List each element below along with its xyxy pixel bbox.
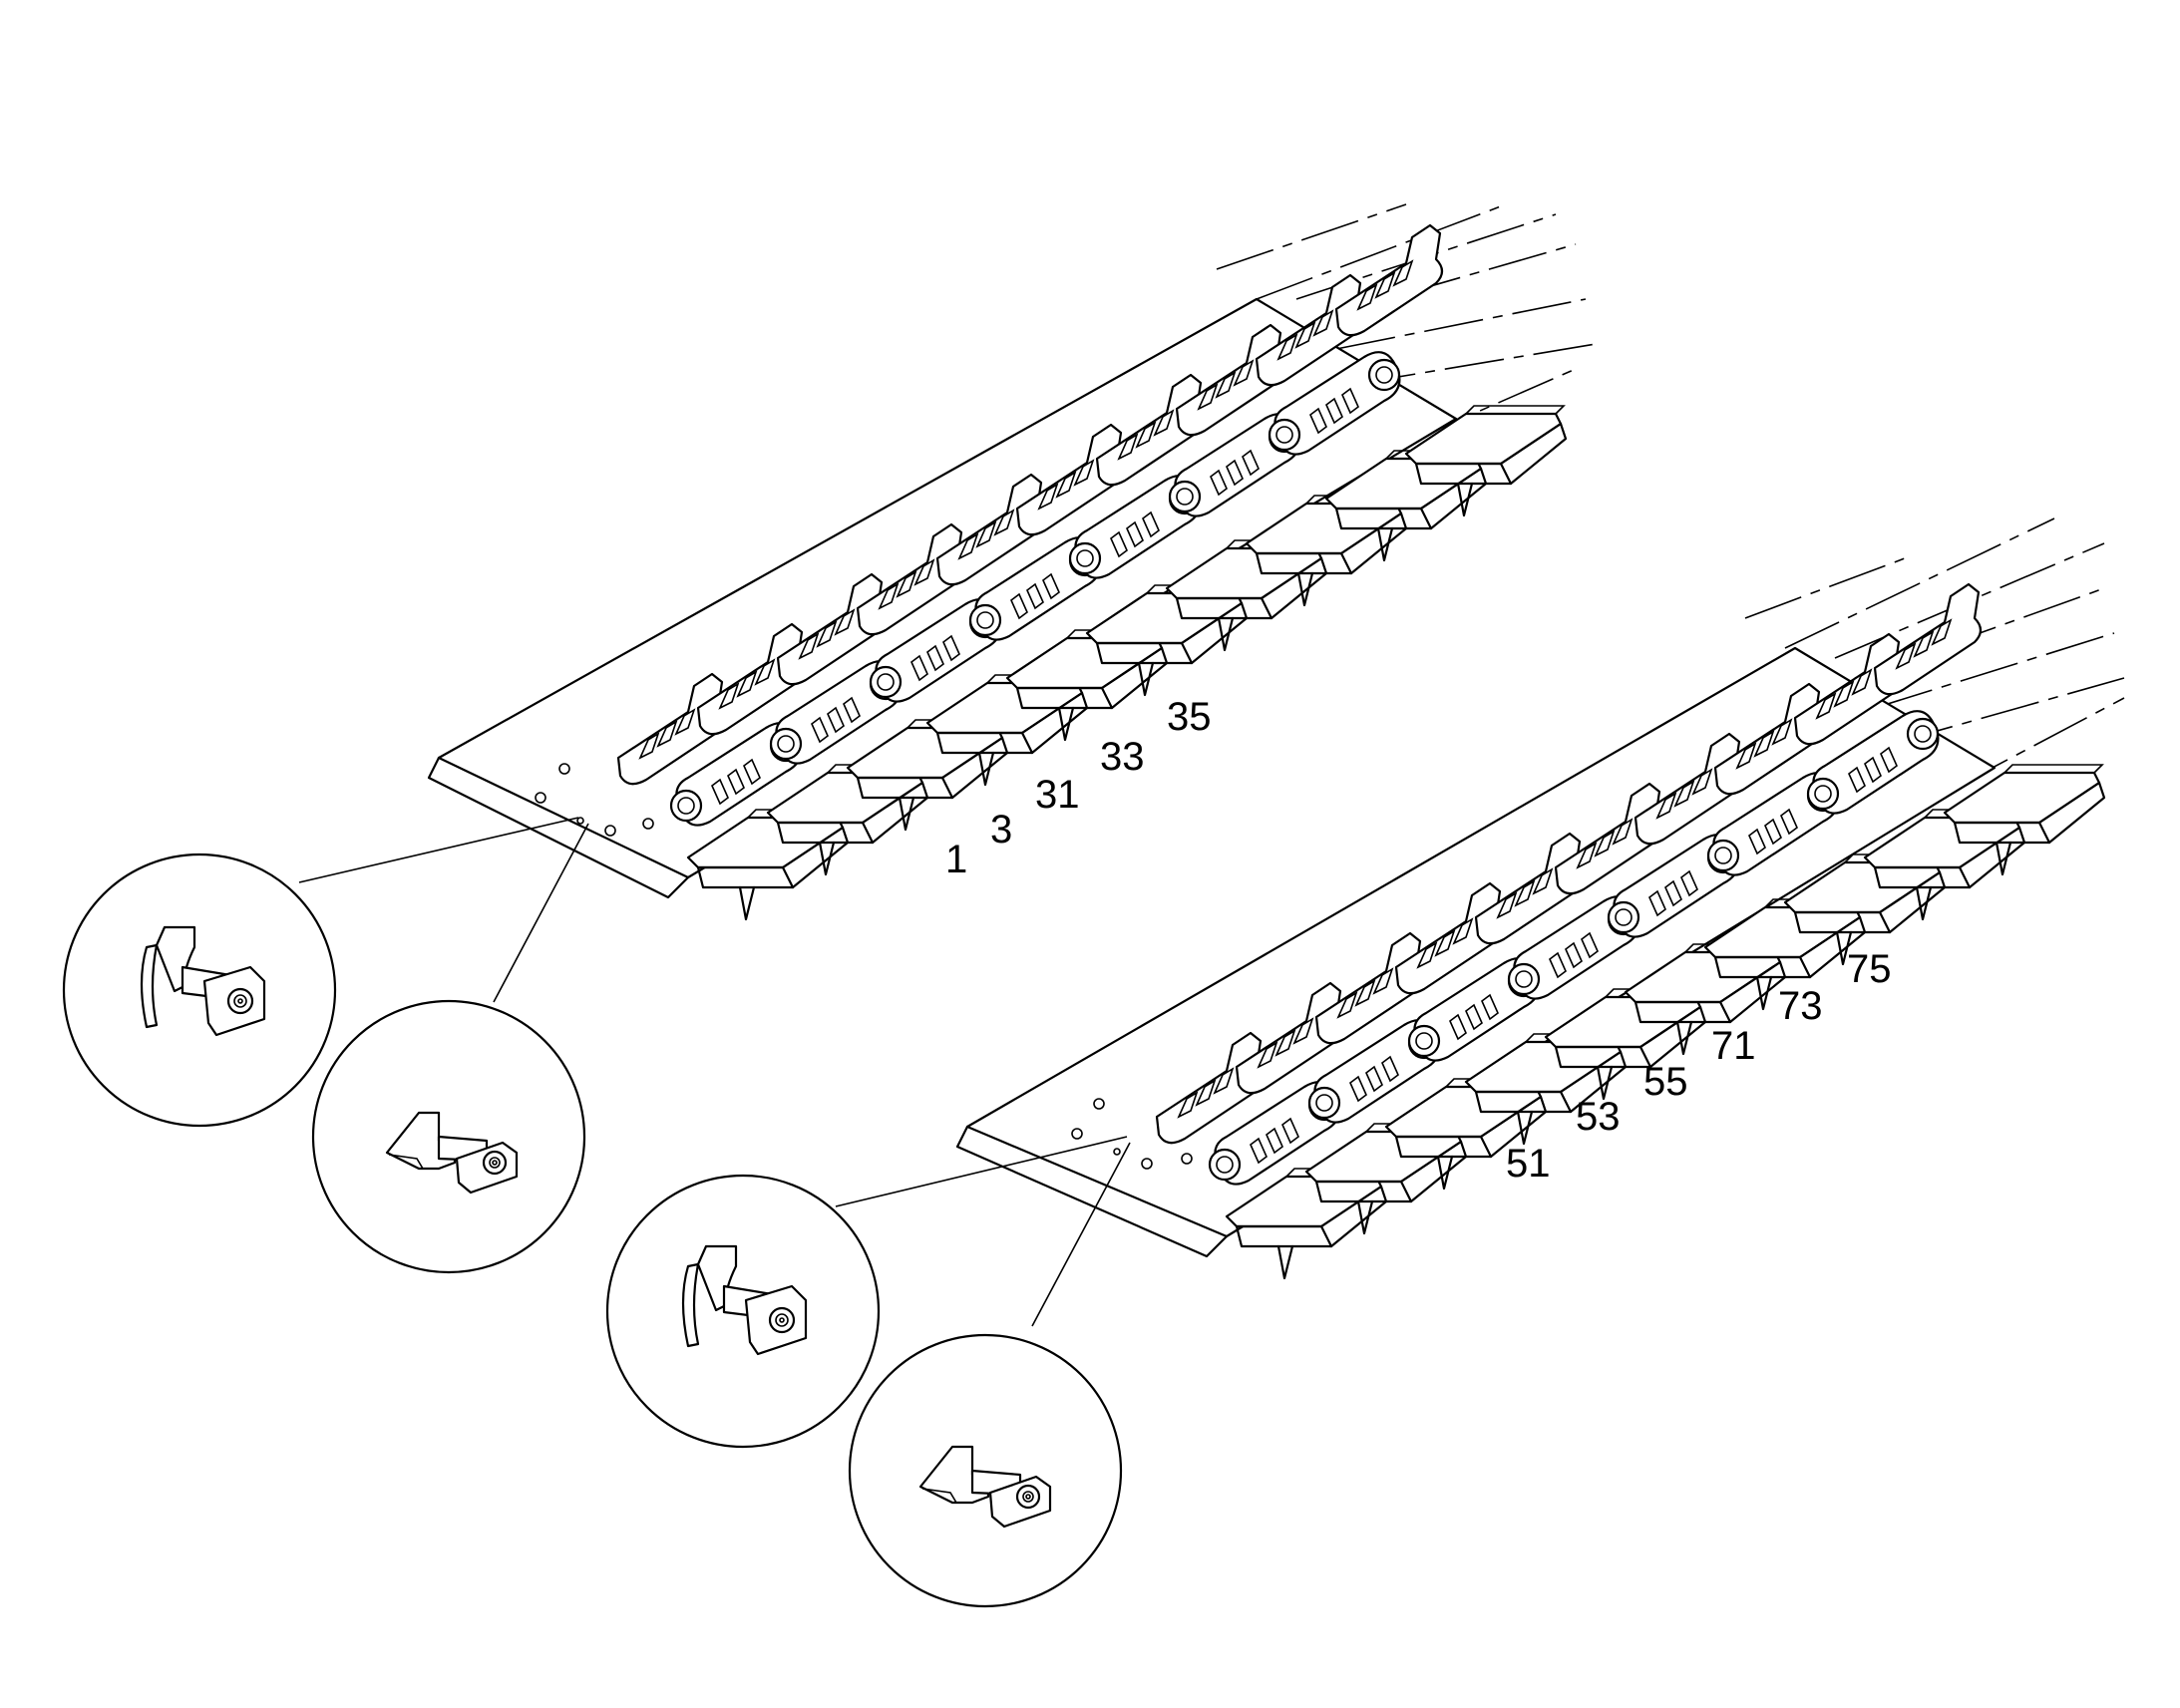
lower-track-assembly (955, 517, 2125, 1280)
ref-numeral-3: 3 (990, 808, 1012, 852)
lower-reference-numerals: 51 53 55 71 73 75 (1506, 947, 1892, 1186)
upper-track-assembly (427, 203, 1597, 921)
ref-numeral-73: 73 (1778, 984, 1823, 1028)
upper-reference-numerals: 1 3 31 33 35 (945, 695, 1212, 881)
ref-numeral-33: 33 (1100, 735, 1145, 779)
ref-numeral-1: 1 (945, 838, 967, 881)
ref-numeral-71: 71 (1711, 1024, 1756, 1068)
ref-numeral-75: 75 (1847, 947, 1892, 991)
ref-numeral-55: 55 (1643, 1060, 1688, 1104)
ref-numeral-35: 35 (1167, 695, 1212, 739)
upper-detail-insets (62, 817, 589, 1274)
lower-detail-insets (605, 1136, 1131, 1608)
ref-numeral-53: 53 (1576, 1095, 1621, 1139)
ref-numeral-31: 31 (1035, 773, 1080, 817)
ref-numeral-51: 51 (1506, 1142, 1551, 1186)
